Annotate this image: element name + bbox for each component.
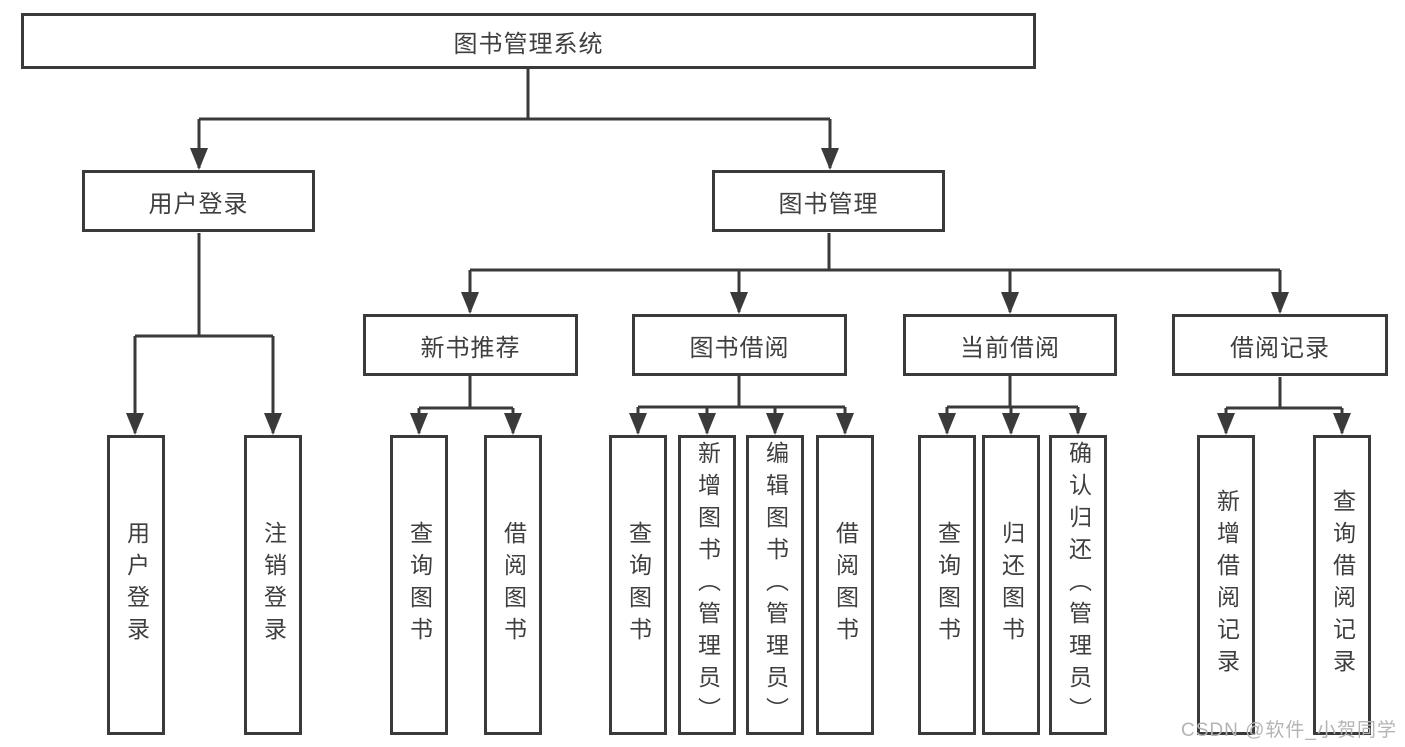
node-add-borrow-record: 新增借阅记录 xyxy=(1197,435,1255,735)
node-library-management-system: 图书管理系统 xyxy=(21,13,1036,69)
node-borrow-books-1: 借阅图书 xyxy=(484,435,542,735)
node-user-login-leaf: 用户登录 xyxy=(107,435,165,735)
node-label: 当前借阅 xyxy=(960,334,1060,362)
node-borrow-books-2: 借阅图书 xyxy=(816,435,874,735)
node-edit-books-admin: 编辑图书（管理员） xyxy=(746,435,804,735)
node-label: 查询图书 xyxy=(406,521,433,649)
node-label: 查询图书 xyxy=(934,521,961,649)
node-label: 借阅图书 xyxy=(832,521,859,649)
node-label: 确认归还（管理员） xyxy=(1065,441,1092,729)
node-user-login: 用户登录 xyxy=(82,170,315,232)
node-label: 用户登录 xyxy=(123,521,150,649)
node-return-books: 归还图书 xyxy=(982,435,1040,735)
node-query-books-2: 查询图书 xyxy=(609,435,667,735)
node-label: 注销登录 xyxy=(260,521,287,649)
node-borrowing-records: 借阅记录 xyxy=(1172,314,1388,376)
node-current-borrowing: 当前借阅 xyxy=(903,314,1117,376)
node-label: 查询图书 xyxy=(625,521,652,649)
node-label: 新书推荐 xyxy=(420,334,521,362)
node-book-borrowing: 图书借阅 xyxy=(632,314,847,376)
node-label: 图书借阅 xyxy=(689,334,790,362)
node-label: 借阅图书 xyxy=(500,521,527,649)
node-label: 新增借阅记录 xyxy=(1213,489,1240,681)
node-new-book-recommend: 新书推荐 xyxy=(363,314,578,376)
node-query-borrow-record: 查询借阅记录 xyxy=(1313,435,1371,735)
node-query-books-1: 查询图书 xyxy=(390,435,448,735)
node-label: 归还图书 xyxy=(998,521,1025,649)
node-label: 用户登录 xyxy=(148,190,249,218)
node-label: 新增图书（管理员） xyxy=(694,441,721,729)
node-query-books-3: 查询图书 xyxy=(918,435,976,735)
node-label: 图书管理 xyxy=(778,190,879,218)
node-label: 编辑图书（管理员） xyxy=(762,441,789,729)
node-add-books-admin: 新增图书（管理员） xyxy=(678,435,736,735)
node-label: 图书管理系统 xyxy=(453,30,604,58)
node-confirm-return-admin: 确认归还（管理员） xyxy=(1049,435,1107,735)
node-logout: 注销登录 xyxy=(244,435,302,735)
node-label: 查询借阅记录 xyxy=(1329,489,1356,681)
node-label: 借阅记录 xyxy=(1230,334,1330,362)
node-book-management: 图书管理 xyxy=(712,170,945,232)
